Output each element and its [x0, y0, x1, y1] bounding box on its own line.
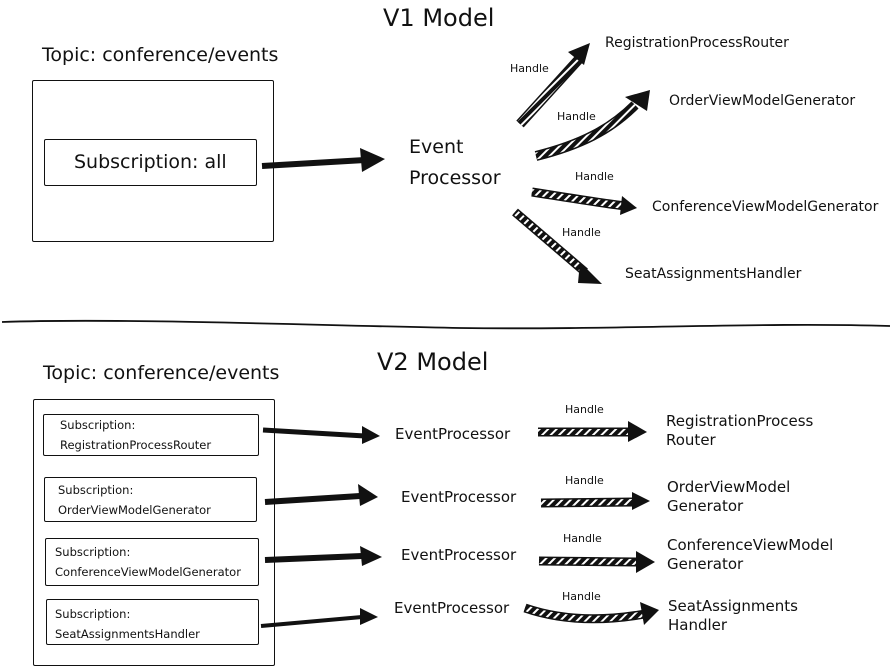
v2-processor-1: EventProcessor	[395, 425, 511, 443]
v2-subscription-name: OrderViewModelGenerator	[58, 503, 211, 517]
v1-processor-line1: Event	[409, 136, 464, 158]
v2-target-3: ConferenceViewModel Generator	[667, 536, 834, 573]
v2-processor-2: EventProcessor	[401, 488, 517, 506]
v2-subscription-prefix: Subscription:	[55, 607, 131, 621]
v1-target-3: ConferenceViewModelGenerator	[652, 199, 879, 215]
v2-sub-arrow-3	[264, 553, 363, 563]
v2-subscription-box-1: Subscription: RegistrationProcessRouter	[43, 414, 259, 456]
v1-subscription-box: Subscription: all	[44, 139, 257, 186]
v1-processor-line2: Processor	[409, 167, 501, 189]
v2-handle-label-4: Handle	[562, 590, 601, 603]
v1-topic-label: Topic: conference/events	[42, 44, 279, 66]
v1-target-4: SeatAssignmentsHandler	[625, 266, 802, 282]
v2-subscription-name: ConferenceViewModelGenerator	[55, 565, 241, 579]
v2-title: V2 Model	[377, 348, 489, 376]
v1-topic-box	[32, 80, 274, 242]
v2-subscription-name: SeatAssignmentsHandler	[55, 627, 200, 641]
v2-processor-4: EventProcessor	[394, 599, 510, 617]
v1-handle-label-1: Handle	[510, 62, 549, 75]
v2-subscription-prefix: Subscription:	[58, 483, 134, 497]
v2-topic-box	[33, 399, 275, 666]
v1-handle-arrow-1	[516, 43, 590, 128]
v2-target-1: RegistrationProcess Router	[666, 412, 814, 449]
v2-handle-label-1: Handle	[565, 403, 604, 416]
v2-processor-3: EventProcessor	[401, 546, 517, 564]
v2-target-2: OrderViewModel Generator	[667, 478, 791, 515]
v2-sub-arrow-1	[262, 427, 366, 439]
v2-handle-arrow-4	[523, 602, 659, 625]
v1-target-1: RegistrationProcessRouter	[605, 35, 789, 51]
v2-sub-arrow-4	[260, 615, 363, 628]
v2-subscription-prefix: Subscription:	[55, 545, 131, 559]
v2-subscription-name: RegistrationProcessRouter	[60, 438, 212, 452]
v1-subscription-arrow	[261, 157, 366, 169]
v2-handle-label-2: Handle	[565, 474, 604, 487]
v1-handle-label-3: Handle	[575, 170, 614, 183]
v1-subscription-label: Subscription: all	[74, 151, 227, 173]
v1-event-processor: Event Processor	[409, 132, 501, 194]
v2-handle-arrow-1	[538, 421, 647, 442]
v2-handle-arrow-2	[540, 492, 650, 510]
v2-subscription-box-2: Subscription: OrderViewModelGenerator	[44, 477, 257, 522]
v2-handle-label-3: Handle	[563, 532, 602, 545]
v1-handle-arrow-2	[534, 90, 650, 161]
v2-topic-label: Topic: conference/events	[43, 362, 280, 384]
v1-handle-label-4: Handle	[562, 226, 601, 239]
v1-title: V1 Model	[383, 4, 495, 32]
v1-handle-label-2: Handle	[557, 110, 596, 123]
v2-sub-arrow-2	[264, 493, 361, 505]
v1-handle-arrow-4	[512, 208, 602, 284]
v1-target-2: OrderViewModelGenerator	[669, 93, 856, 109]
v1-handle-arrow-3	[531, 187, 637, 215]
v2-subscription-box-4: Subscription: SeatAssignmentsHandler	[46, 599, 259, 645]
section-divider	[1, 319, 891, 330]
v2-target-4: SeatAssignments Handler	[668, 597, 798, 634]
v2-subscription-prefix: Subscription:	[60, 418, 136, 432]
v2-subscription-box-3: Subscription: ConferenceViewModelGenerat…	[45, 538, 259, 586]
v2-handle-arrow-3	[538, 551, 655, 573]
